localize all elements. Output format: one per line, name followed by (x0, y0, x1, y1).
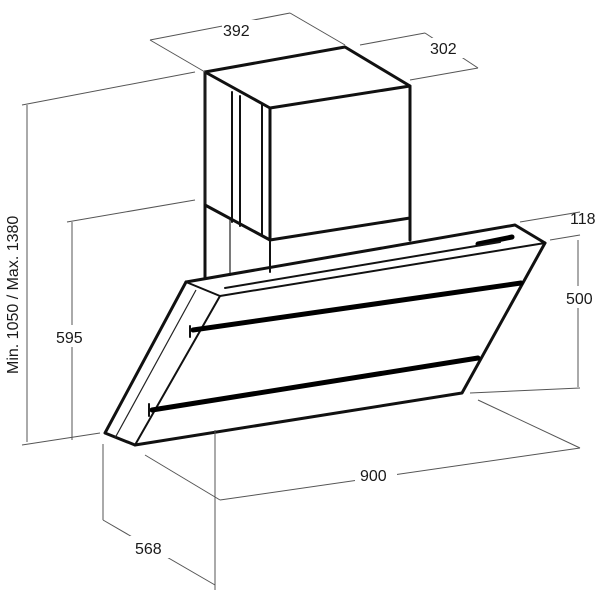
dimension-total-height: Min. 1050 / Max. 1380 (5, 216, 22, 374)
dimension-depth-top: 302 (430, 41, 457, 58)
dimension-width-top: 392 (223, 23, 250, 40)
dimension-glass-height: 500 (566, 291, 593, 308)
dimension-width-bottom: 900 (360, 468, 387, 485)
dimension-lines (21, 12, 581, 590)
chimney (203, 45, 412, 242)
dimension-depth-bottom: 568 (135, 541, 162, 558)
dimension-glass-offset: 118 (570, 211, 596, 228)
chimney-lower-section (203, 203, 412, 280)
hood-canopy (103, 223, 547, 447)
dimension-canopy-height: 595 (56, 330, 83, 347)
